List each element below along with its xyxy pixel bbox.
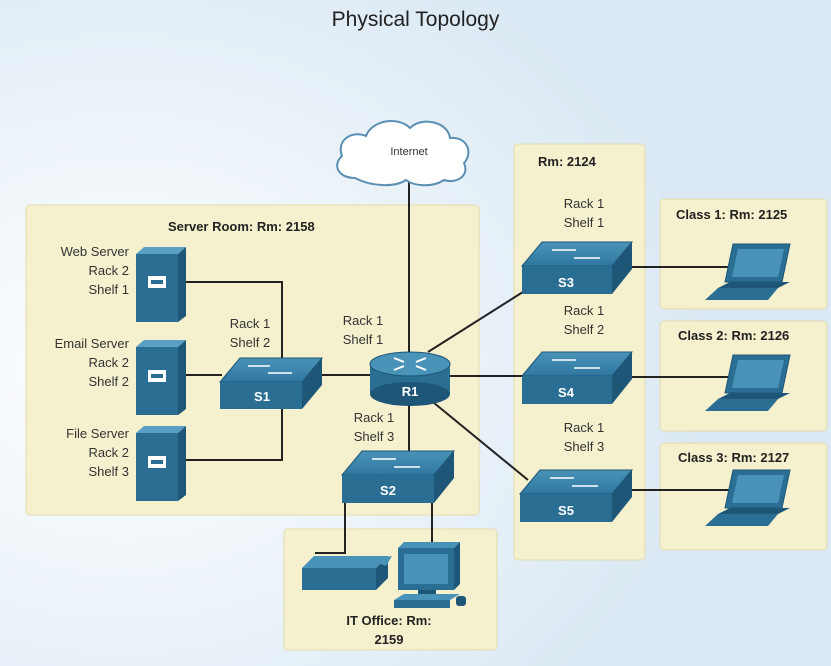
class2-room-label: Class 2: Rm: 2126 xyxy=(678,328,790,343)
r1-rack: Rack 1 xyxy=(342,313,384,328)
switch-s1-icon xyxy=(218,357,324,409)
email-server-label: Email Server Rack 2 Shelf 2 xyxy=(26,334,129,391)
s4-location-label: Rack 1 Shelf 2 xyxy=(556,301,612,339)
server-name: File Server xyxy=(66,426,129,441)
class3-room-label: Class 3: Rm: 2127 xyxy=(678,450,790,465)
server-room-label: Server Room: Rm: 2158 xyxy=(168,219,315,234)
it-office-label-line1: IT Office: Rm: xyxy=(346,613,432,628)
server-rack: Rack 2 xyxy=(88,263,129,278)
page-title: Physical Topology xyxy=(331,8,500,31)
server-shelf: Shelf 3 xyxy=(88,464,129,479)
s3-rack: Rack 1 xyxy=(563,196,605,211)
server-shelf: Shelf 1 xyxy=(88,282,129,297)
s4-shelf: Shelf 2 xyxy=(563,322,605,337)
web-server-label: Web Server Rack 2 Shelf 1 xyxy=(26,242,129,299)
s5-shelf: Shelf 3 xyxy=(563,439,605,454)
switch-s2-icon xyxy=(340,450,456,503)
server-name: Email Server xyxy=(54,336,129,351)
r1-location-label: Rack 1 Shelf 1 xyxy=(335,311,391,349)
it-office-label-line2: 2159 xyxy=(374,632,404,647)
s2-name: S2 xyxy=(380,483,396,498)
laptop-class2-icon xyxy=(705,354,791,411)
s4-name: S4 xyxy=(558,385,574,400)
s3-shelf: Shelf 1 xyxy=(563,215,605,230)
network-links xyxy=(186,180,730,554)
server-rack: Rack 2 xyxy=(88,355,129,370)
s3-location-label: Rack 1 Shelf 1 xyxy=(556,194,612,232)
desktop-pc-icon xyxy=(394,542,466,608)
switch-s4-icon xyxy=(520,351,634,404)
file-server-label: File Server Rack 2 Shelf 3 xyxy=(26,424,129,481)
router-r1-icon xyxy=(369,351,451,406)
s5-name: S5 xyxy=(558,503,574,518)
s5-location-label: Rack 1 Shelf 3 xyxy=(556,418,612,456)
server-rack: Rack 2 xyxy=(88,445,129,460)
server-name: Web Server xyxy=(60,244,129,259)
s3-name: S3 xyxy=(558,275,574,290)
r1-shelf: Shelf 1 xyxy=(342,332,384,347)
printer-icon xyxy=(302,556,392,590)
internet-label: Internet xyxy=(390,146,428,158)
internet-cloud-icon xyxy=(336,120,470,187)
s1-location-label: Rack 1 Shelf 2 xyxy=(222,314,278,352)
s2-rack: Rack 1 xyxy=(353,410,395,425)
s1-name: S1 xyxy=(254,389,270,404)
laptop-class3-icon xyxy=(705,469,791,526)
it-office-room-label: IT Office: Rm: 2159 xyxy=(334,611,444,649)
s2-shelf: Shelf 3 xyxy=(353,429,395,444)
s2-location-label: Rack 1 Shelf 3 xyxy=(346,408,402,446)
s1-rack: Rack 1 xyxy=(229,316,271,331)
switch-s3-icon xyxy=(520,241,634,294)
server-shelf: Shelf 2 xyxy=(88,374,129,389)
web-server-icon xyxy=(136,247,186,322)
s1-shelf: Shelf 2 xyxy=(229,335,271,350)
r1-name: R1 xyxy=(401,384,419,399)
email-server-icon xyxy=(136,340,186,415)
file-server-icon xyxy=(136,426,186,501)
laptop-class1-icon xyxy=(705,243,791,300)
s5-rack: Rack 1 xyxy=(563,420,605,435)
s4-rack: Rack 1 xyxy=(563,303,605,318)
class1-room-label: Class 1: Rm: 2125 xyxy=(676,207,788,222)
switch-s5-icon xyxy=(518,469,634,522)
room-2124-label: Rm: 2124 xyxy=(538,154,596,169)
